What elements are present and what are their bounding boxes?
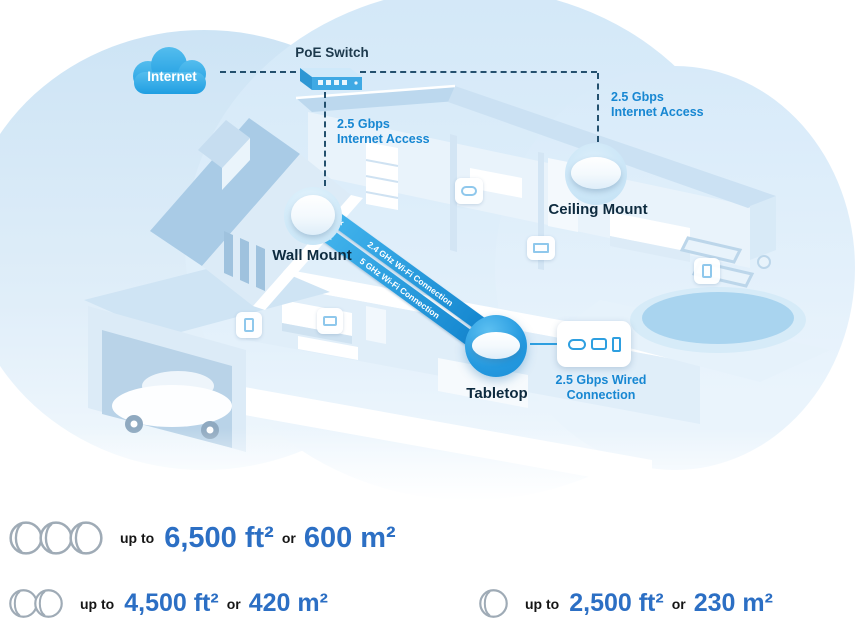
ceiling-mount-label: Ceiling Mount <box>548 201 648 218</box>
or-label: or <box>281 530 296 546</box>
phone-icon <box>694 258 720 284</box>
deco-unit-icons <box>8 588 64 619</box>
deco-unit-icon <box>9 521 43 555</box>
line-tabletop-to-devices <box>530 343 558 345</box>
line-down-to-ceilingmount <box>597 73 599 142</box>
wired-connection-note: 2.5 Gbps Wired Connection <box>555 373 647 403</box>
deco-unit-icon <box>69 521 103 555</box>
coverage-row-3pack: up to 6,500 ft² or 600 m² <box>8 520 396 556</box>
deco-unit-icons <box>478 588 509 619</box>
pool-group <box>560 236 830 382</box>
monitor-icon <box>590 338 607 350</box>
ceiling-mount-unit <box>565 143 627 205</box>
upto-label: up to <box>80 595 115 612</box>
poe-switch-label: PoE Switch <box>295 45 369 60</box>
phone-icon <box>611 336 621 352</box>
deco-device-icon <box>472 332 520 359</box>
furniture-upper <box>365 142 690 262</box>
cloud-icon <box>133 47 206 94</box>
tablet-icon <box>317 308 343 334</box>
coverage-ft-value: 2,500 ft² <box>569 589 664 617</box>
client-devices-box <box>557 321 631 367</box>
coverage-row-1pack: up to 2,500 ft² or 230 m² <box>478 588 773 619</box>
or-label: or <box>226 595 241 612</box>
gamepad-icon <box>455 178 483 204</box>
line-internet-to-switch <box>220 71 296 73</box>
coverage-m-value: 420 m² <box>248 589 328 617</box>
internet-label: Internet <box>147 69 197 84</box>
coverage-ft-value: 4,500 ft² <box>124 589 219 617</box>
coverage-m-value: 600 m² <box>303 521 396 554</box>
tabletop-unit <box>465 315 527 377</box>
internet-cloud: Internet <box>124 46 220 98</box>
background-fade <box>0 428 857 520</box>
deco-unit-icon <box>9 589 38 618</box>
deco-device-icon <box>571 157 621 189</box>
phone-icon <box>236 312 262 338</box>
deco-unit-icon <box>39 521 73 555</box>
line-switch-to-wallmount <box>324 92 326 186</box>
coverage-ft-value: 6,500 ft² <box>164 521 274 554</box>
coverage-m-value: 230 m² <box>693 589 773 617</box>
line-switch-to-right <box>360 71 597 73</box>
gamepad-icon <box>567 338 586 350</box>
poe-switch-device <box>292 60 366 97</box>
deco-unit-icon <box>479 589 508 618</box>
wall-mount-label: Wall Mount <box>272 247 352 264</box>
internet-access-note-right: 2.5 Gbps Internet Access <box>611 90 704 120</box>
deco-unit-icons <box>8 520 104 556</box>
coverage-row-2pack: up to 4,500 ft² or 420 m² <box>8 588 328 619</box>
or-label: or <box>671 595 686 612</box>
tabletop-label: Tabletop <box>466 385 528 402</box>
internet-access-note-left: 2.5 Gbps Internet Access <box>337 117 430 147</box>
wall-mount-unit <box>284 187 342 245</box>
deco-unit-icon <box>34 589 63 618</box>
tv-icon <box>527 236 555 260</box>
deco-device-icon <box>291 195 335 235</box>
upto-label: up to <box>120 530 155 546</box>
upto-label: up to <box>525 595 560 612</box>
